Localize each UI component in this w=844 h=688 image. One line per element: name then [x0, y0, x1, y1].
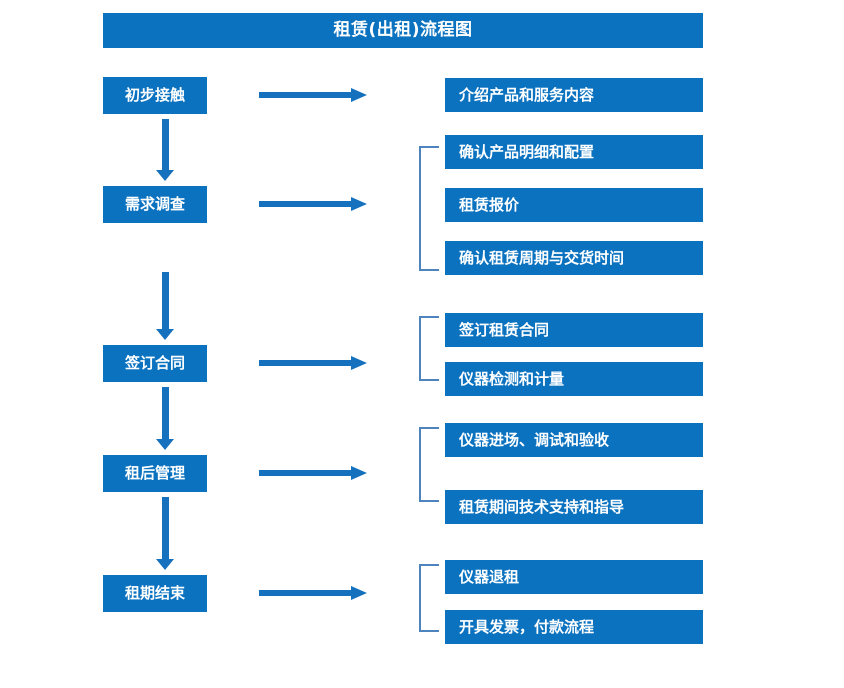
- stage-label-5: 租期结束: [124, 584, 185, 602]
- stage-box-4[interactable]: 租后管理: [103, 455, 207, 492]
- right-arrow-head-4: [351, 466, 367, 480]
- stage-box-3[interactable]: 签订合同: [103, 345, 207, 382]
- right-arrow-icon-5: [259, 585, 367, 601]
- right-arrow-shaft-2: [259, 201, 351, 207]
- right-arrow-shaft-3: [259, 360, 351, 366]
- stage-box-1[interactable]: 初步接触: [103, 77, 207, 114]
- down-arrow-head-3: [156, 439, 174, 450]
- detail-label-1: 介绍产品和服务内容: [459, 85, 595, 104]
- stage-label-4: 租后管理: [124, 464, 185, 482]
- down-arrow-icon-1: [156, 119, 174, 181]
- stage-box-5[interactable]: 租期结束: [103, 575, 207, 612]
- stage-box-2[interactable]: 需求调查: [103, 186, 207, 223]
- detail-box-8[interactable]: 租赁期间技术支持和指导: [445, 490, 703, 524]
- right-arrow-head-2: [351, 197, 367, 211]
- detail-box-10[interactable]: 开具发票，付款流程: [445, 610, 703, 644]
- down-arrow-shaft-4: [162, 497, 169, 559]
- stage-label-1: 初步接触: [124, 86, 185, 104]
- detail-label-6: 仪器检测和计量: [459, 369, 565, 388]
- page-title: 租赁(出租)流程图: [333, 20, 473, 40]
- right-arrow-icon-2: [259, 196, 367, 212]
- chart-title-bar: 租赁(出租)流程图: [103, 13, 703, 48]
- right-arrow-shaft-4: [259, 470, 351, 476]
- right-arrow-shaft-5: [259, 590, 351, 596]
- right-arrow-head-5: [351, 586, 367, 600]
- right-arrow-icon-1: [259, 87, 367, 103]
- detail-label-9: 仪器退租: [459, 567, 520, 586]
- detail-label-8: 租赁期间技术支持和指导: [459, 497, 625, 516]
- detail-box-1[interactable]: 介绍产品和服务内容: [445, 78, 703, 112]
- right-arrow-head-1: [351, 88, 367, 102]
- right-arrow-head-3: [351, 356, 367, 370]
- down-arrow-icon-2: [156, 272, 174, 340]
- down-arrow-head-4: [156, 559, 174, 570]
- right-arrow-icon-4: [259, 465, 367, 481]
- down-arrow-head-1: [156, 170, 174, 181]
- down-arrow-head-2: [156, 329, 174, 340]
- stage-label-3: 签订合同: [124, 354, 185, 372]
- detail-label-2: 确认产品明细和配置: [459, 142, 595, 161]
- down-arrow-shaft-3: [162, 387, 169, 439]
- detail-label-3: 租赁报价: [459, 195, 520, 214]
- down-arrow-shaft-1: [162, 119, 169, 170]
- detail-box-7[interactable]: 仪器进场、调试和验收: [445, 423, 703, 457]
- detail-label-7: 仪器进场、调试和验收: [459, 430, 610, 449]
- down-arrow-shaft-2: [162, 272, 169, 329]
- down-arrow-icon-3: [156, 387, 174, 450]
- bracket-connector-icon-2: [419, 146, 439, 271]
- detail-box-3[interactable]: 租赁报价: [445, 188, 703, 222]
- bracket-connector-icon-3: [419, 316, 439, 381]
- right-arrow-shaft-1: [259, 92, 351, 98]
- detail-box-5[interactable]: 签订租赁合同: [445, 313, 703, 347]
- detail-box-6[interactable]: 仪器检测和计量: [445, 362, 703, 396]
- detail-label-4: 确认租赁周期与交货时间: [459, 248, 625, 267]
- detail-label-10: 开具发票，付款流程: [459, 617, 595, 636]
- detail-box-9[interactable]: 仪器退租: [445, 560, 703, 594]
- detail-box-4[interactable]: 确认租赁周期与交货时间: [445, 241, 703, 275]
- down-arrow-icon-4: [156, 497, 174, 570]
- right-arrow-icon-3: [259, 355, 367, 371]
- stage-label-2: 需求调查: [124, 195, 185, 213]
- detail-box-2[interactable]: 确认产品明细和配置: [445, 135, 703, 169]
- bracket-connector-icon-4: [419, 427, 439, 502]
- detail-label-5: 签订租赁合同: [459, 320, 550, 339]
- bracket-connector-icon-5: [419, 564, 439, 632]
